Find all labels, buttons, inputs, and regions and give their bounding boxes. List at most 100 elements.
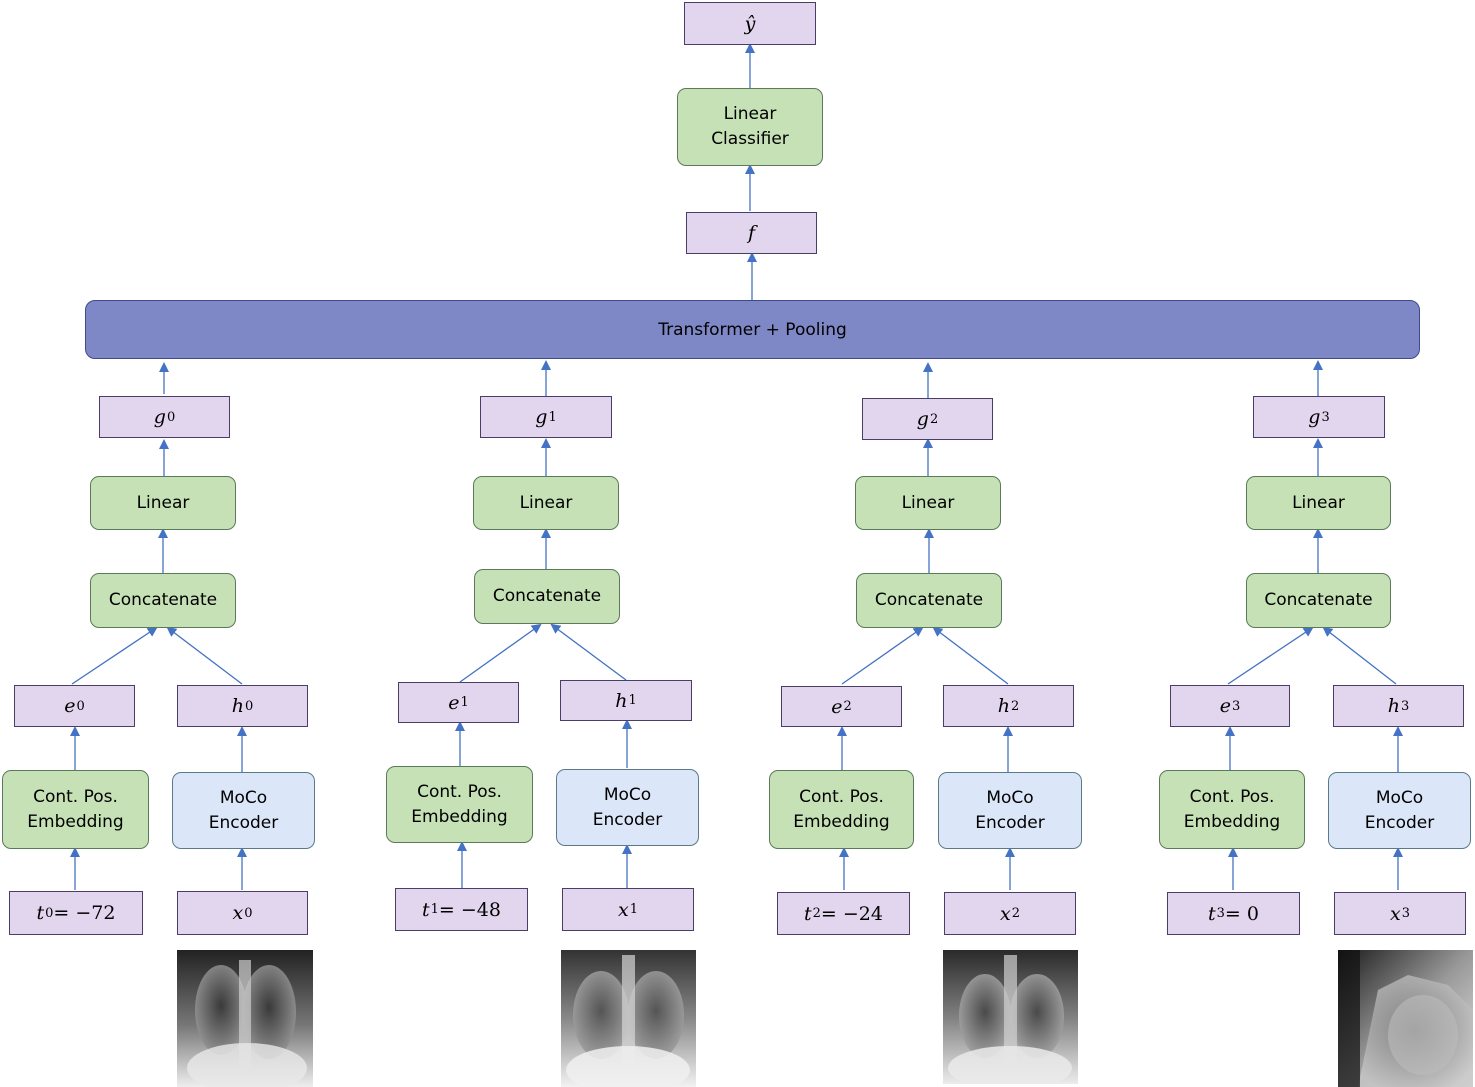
linear-box-0: Linear [90,476,236,530]
linear-box-2: Linear [855,476,1001,530]
chest-xray-image-2 [943,950,1078,1084]
linear-box-1: Linear [473,476,619,530]
t-symbol: t [804,902,812,925]
transformer-pooling-block: Transformer + Pooling [85,300,1420,359]
t-value: = −48 [438,898,501,921]
concatenate-box-1: Concatenate [474,569,620,624]
x-symbol: x [232,902,244,924]
x-subscript: 2 [1011,906,1020,921]
g-symbol: g [1308,406,1321,428]
linear-box-3: Linear [1246,476,1391,530]
t-subscript: 3 [1216,906,1225,921]
g-symbol: g [916,408,929,430]
cont-pos-embedding-box-0: Cont. Pos. Embedding [2,770,149,849]
encoder-label-line2: Encoder [975,812,1045,833]
x-symbol: x [618,898,629,921]
output-y-hat-box: ŷ [684,2,816,45]
encoder-label-line1: MoCo [603,784,652,805]
e-symbol: e [448,691,460,714]
moco-encoder-box-0: MoCo Encoder [172,772,315,849]
x-subscript: 3 [1401,906,1410,921]
cont-pos-embedding-box-1: Cont. Pos. Embedding [386,766,533,843]
t-value: = 0 [1224,902,1259,925]
e-symbol: e [64,695,76,717]
t-symbol: t [1208,902,1216,925]
t-value: = −24 [820,902,883,925]
concatenate-label: Concatenate [108,590,218,610]
g-symbol: g [153,406,166,428]
x-symbol: x [1000,902,1011,925]
embedding-label-line1: Cont. Pos. [33,786,118,807]
e-subscript: 3 [1231,698,1241,714]
feature-f-box: f [686,212,817,254]
moco-encoder-box-1: MoCo Encoder [556,769,699,846]
embedding-label-line1: Cont. Pos. [417,781,502,802]
embedding-label-line2: Embedding [793,811,890,832]
h-subscript: 1 [628,693,637,708]
g-subscript: 2 [929,411,939,427]
encoder-label-line1: MoCo [1375,787,1424,808]
t-symbol: t [36,902,45,924]
linear-label: Linear [519,492,573,513]
encoder-label-line2: Encoder [208,812,279,833]
classifier-label-line1: Linear [723,104,777,124]
t-symbol: t [422,898,430,921]
t-subscript: 0 [45,905,54,921]
h-subscript: 2 [1010,698,1020,714]
output-symbol: ŷ [744,12,756,35]
h-symbol: h [615,689,628,712]
encoder-label-line1: MoCo [986,787,1034,808]
linear-label: Linear [136,492,190,513]
t-subscript: 1 [430,902,439,917]
moco-encoder-box-3: MoCo Encoder [1328,772,1471,849]
x-symbol: x [1390,902,1401,925]
encoder-label-line2: Encoder [592,809,663,830]
g-subscript: 3 [1321,409,1330,425]
encoder-label-line2: Encoder [1364,812,1435,833]
x-subscript: 1 [629,902,638,917]
linear-label: Linear [901,492,955,513]
cont-pos-embedding-box-2: Cont. Pos. Embedding [769,770,914,849]
e-subscript: 2 [843,699,852,714]
chest-xray-image-1 [561,950,696,1087]
moco-encoder-box-2: MoCo Encoder [938,772,1082,849]
h-symbol: h [1387,695,1400,717]
chest-xray-image-0 [177,950,313,1087]
t-subscript: 2 [812,906,821,921]
embedding-label-line2: Embedding [411,806,508,827]
g-symbol: g [535,406,548,428]
classifier-label-line2: Classifier [711,129,789,149]
h-subscript: 0 [244,698,254,714]
embedding-label-line2: Embedding [27,811,124,832]
feature-symbol: f [747,222,756,244]
e-subscript: 0 [76,698,85,714]
concatenate-label: Concatenate [874,590,984,610]
h-subscript: 3 [1400,698,1410,714]
linear-label: Linear [1292,492,1345,513]
concatenate-box-0: Concatenate [90,573,236,628]
embedding-label-line1: Cont. Pos. [799,786,884,807]
chest-xray-image-3 [1338,950,1473,1087]
concatenate-box-2: Concatenate [856,573,1002,628]
concatenate-box-3: Concatenate [1246,573,1391,628]
e-subscript: 1 [460,695,469,710]
h-symbol: h [997,695,1010,717]
